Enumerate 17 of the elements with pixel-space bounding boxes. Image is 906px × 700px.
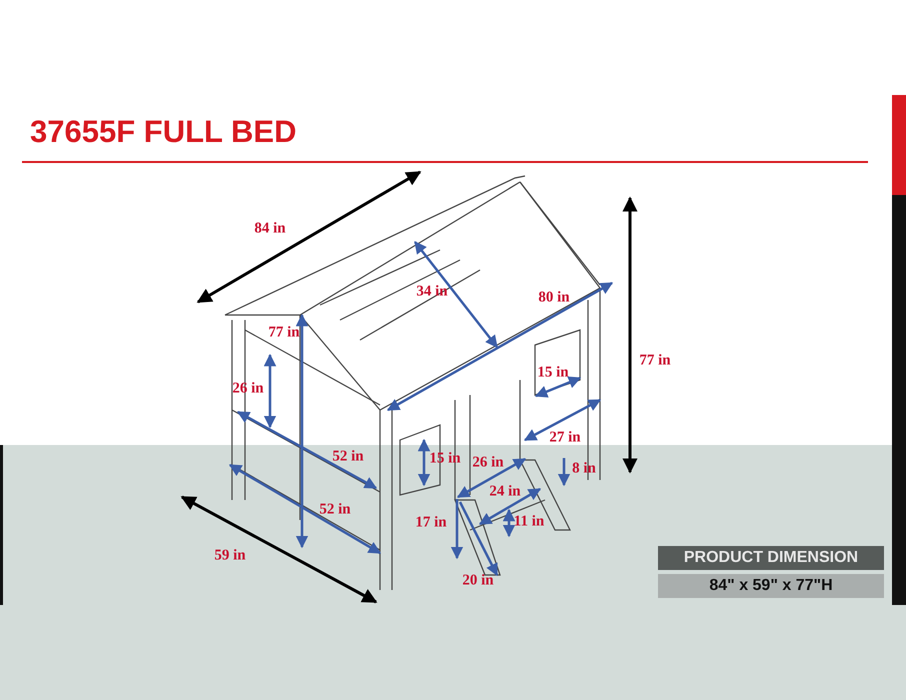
dimension-label: 20 in [462,572,494,590]
dimension-label: 77 in [639,352,671,370]
dimension-label: 59 in [214,548,246,564]
dimension-label: 52 in [319,502,351,518]
dimension-label: 15 in [537,364,569,382]
dimension-label: 77 in [268,324,300,342]
dimension-label: 84 in [254,220,286,238]
dimension-label: 27 in [549,430,581,446]
dimension-value: 84" x 59" x 77"H [658,574,884,598]
dimension-label: 11 in [514,514,544,530]
page-title: 37655F FULL BED [30,114,296,150]
dimension-label: 24 in [489,484,521,500]
dimension-label: 26 in [472,454,504,472]
table-header: PRODUCT DIMENSION [658,546,884,570]
dimension-label: 17 in [415,514,447,532]
dimension-label: 52 in [332,448,364,466]
dimension-label: 80 in [538,290,570,306]
